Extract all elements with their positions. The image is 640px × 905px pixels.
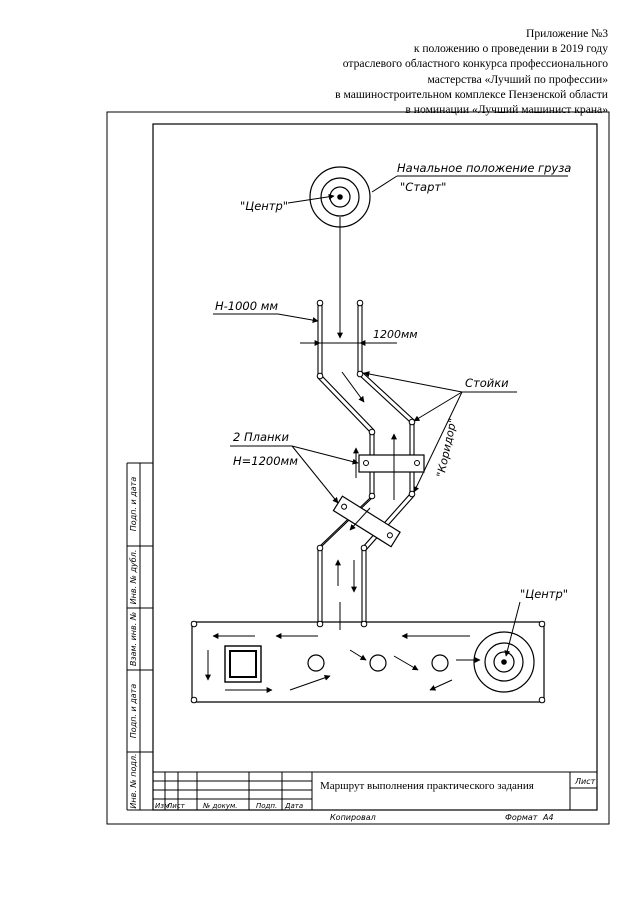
header-line-5: в машиностроительном комплексе Пензенско… (335, 87, 608, 101)
header-line-2: к положению о проведении в 2019 году (413, 42, 608, 56)
sheet-label: Лист (574, 777, 596, 786)
corridor-label: "Коридор" (434, 417, 459, 478)
post-markers (316, 299, 416, 552)
width-label: 1200мм (373, 328, 418, 341)
obstacle-circle-2 (369, 654, 387, 672)
plank-upper (358, 454, 425, 473)
side-stamp-sign-date-2: Подп. и дата (129, 684, 138, 739)
side-stamp-dup-inv: Инв. № дубл. (129, 550, 138, 605)
center-bottom-label: "Центр" (520, 587, 568, 601)
center-top-leader (287, 193, 335, 204)
copied-by-label: Копировал (330, 813, 376, 822)
center-bottom-leader (504, 601, 521, 657)
header-line-6: в номинации «Лучший машинист крана» (405, 103, 608, 117)
start-position-label: Начальное положение груза (397, 161, 571, 175)
corridor-route-arrows (335, 371, 397, 593)
side-stamp (126, 462, 153, 811)
drawing-title: Маршрут выполнения практического задания (320, 780, 534, 792)
header-line-3: отраслевого областного конкурса професси… (342, 57, 608, 71)
col-doc-number: № докум. (202, 802, 238, 810)
planks-leader-1 (291, 445, 359, 465)
center-top-label: "Центр" (240, 199, 288, 213)
col-signature: Подп. (256, 802, 277, 810)
obstacle-circle-1 (307, 654, 325, 672)
height-label: Н-1000 мм (215, 299, 278, 313)
posts-label: Стойки (465, 376, 509, 390)
obstacle-circle-3 (431, 654, 449, 672)
format-label: Формат (505, 813, 538, 822)
side-stamp-sign-date-1: Подп. и дата (129, 477, 138, 532)
plank-lower (332, 495, 401, 548)
square-target-inner (229, 650, 257, 678)
col-date: Дата (284, 802, 303, 810)
work-area-route-arrows (205, 602, 481, 693)
format-value: А4 (542, 813, 554, 822)
col-change: Изм (155, 802, 170, 810)
document-header: Приложение №3 к положению о проведении в… (335, 26, 608, 117)
square-target-outer (224, 645, 262, 683)
side-stamp-replace-inv: Взам. инв. № (129, 612, 138, 666)
planks-leader-2 (291, 445, 339, 504)
side-stamp-orig-inv: Инв. № подл. (129, 753, 138, 808)
plank-upper-hole-left (363, 460, 369, 466)
header-line-4: мастерства «Лучший по профессии» (427, 72, 608, 86)
col-sheet: Лист (166, 802, 186, 810)
outer-sheet-border (106, 111, 610, 825)
planks-label-height: Н=1200мм (233, 454, 298, 468)
start-quote-label: "Старт" (400, 180, 446, 194)
planks-label-count: 2 Планки (233, 430, 289, 444)
center-target-bottom (473, 631, 535, 693)
start-leader-line (371, 175, 398, 193)
posts-leaders (363, 371, 463, 493)
appendix-number: Приложение №3 (526, 27, 608, 40)
plank-upper-hole-right (414, 460, 420, 466)
height-leader (277, 313, 319, 324)
title-block (152, 771, 598, 811)
work-area-corners (190, 620, 546, 704)
